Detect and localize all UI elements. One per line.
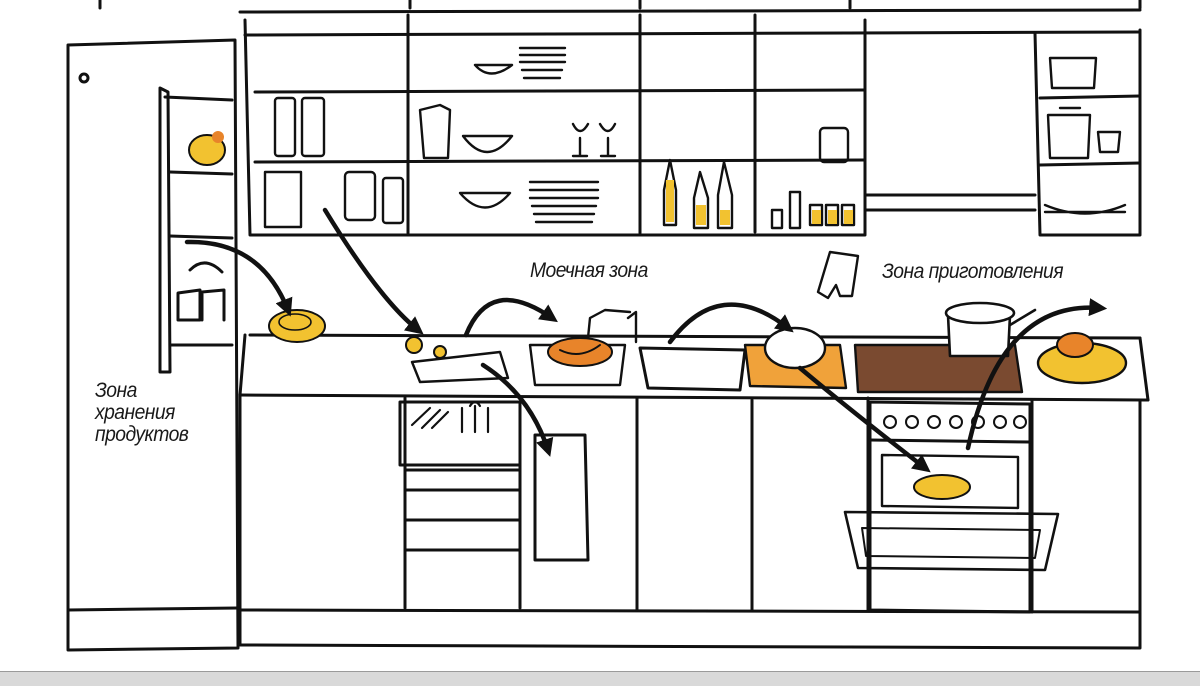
storage-zone-label-line1: Зона: [95, 379, 137, 402]
lower-cabinets: [238, 393, 1142, 650]
storage-zone-label-line2: хранения: [95, 401, 175, 424]
washing-zone-label: Моечная зона: [530, 259, 648, 282]
cooking-zone-label: Зона приготовления: [882, 260, 1064, 283]
storage-zone-label: Зона хранения продуктов: [95, 379, 189, 446]
bottom-edge-bar: [0, 671, 1200, 686]
cutlery: [410, 400, 490, 434]
vegetables: [268, 309, 326, 343]
roast-in-oven: [913, 474, 971, 500]
refrigerator: [66, 38, 240, 652]
storage-zone-label-line3: продуктов: [95, 423, 189, 446]
poultry: [763, 326, 827, 370]
workflow-arrows: [184, 207, 1108, 473]
oven-mitt: [816, 250, 860, 300]
cutting-board: [410, 350, 510, 384]
upper-cabinets: [238, 8, 1142, 237]
shelf-items: [263, 46, 1127, 230]
oven: [843, 400, 1060, 614]
